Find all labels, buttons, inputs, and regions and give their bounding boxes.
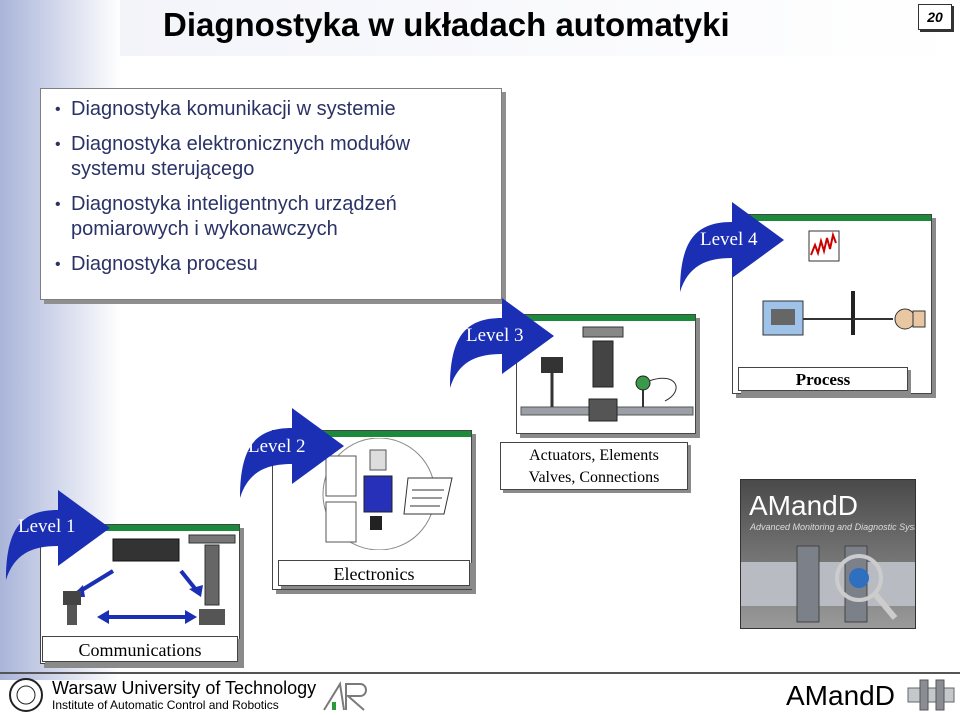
level3-arrow — [450, 298, 554, 388]
bullet-item: Diagnostyka procesu — [55, 252, 489, 277]
level1-label: Level 1 — [18, 516, 76, 537]
institute-name: Institute of Automatic Control and Robot… — [52, 698, 279, 712]
motor-icon — [762, 300, 804, 336]
institute-logo-icon — [323, 681, 367, 711]
amandd-product-image: AMandD Advanced Monitoring and Diagnosti… — [740, 479, 916, 629]
slide-title: Diagnostyka w układach automatyki — [163, 6, 730, 43]
communications-label: Communications — [42, 636, 238, 662]
title-bar — [120, 0, 960, 56]
amandd-footer-icon — [907, 679, 955, 711]
level2-label: Level 2 — [248, 436, 306, 457]
actuators-diagram — [520, 326, 694, 422]
process-label: Process — [738, 367, 908, 391]
amandd-subtitle: Advanced Monitoring and Diagnostic Syste… — [750, 522, 916, 532]
bullet-item: Diagnostyka komunikacji w systemie — [55, 97, 489, 122]
electronics-label: Electronics — [278, 560, 470, 586]
university-name: Warsaw University of Technology — [52, 678, 317, 698]
actuators-label: Actuators, Elements Valves, Connections — [500, 442, 688, 490]
level3-label: Level 3 — [466, 325, 524, 346]
actuators-label-line2: Valves, Connections — [528, 469, 660, 486]
bullet-item: Diagnostyka inteligentnych urządzeń pomi… — [55, 192, 489, 242]
pipe-magnifier-icon — [741, 545, 915, 623]
bullet-list-box: Diagnostyka komunikacji w systemie Diagn… — [40, 88, 502, 300]
level4-label: Level 4 — [700, 229, 758, 250]
process-diagram — [762, 230, 926, 336]
communications-diagram — [63, 534, 236, 625]
level4-arrow — [680, 202, 784, 292]
level1-arrow — [6, 490, 110, 580]
sensor-icon — [635, 375, 677, 407]
university-seal-icon — [9, 678, 43, 712]
amandd-footer-logo: AMandD — [786, 680, 895, 711]
trend-chart-icon — [808, 230, 840, 262]
pump-icon — [894, 308, 926, 330]
valve-icon — [188, 534, 236, 625]
footer-divider — [0, 672, 960, 674]
valve-actuator-icon — [582, 326, 624, 422]
field-device-icon — [63, 591, 81, 625]
slide-number: 20 — [918, 4, 952, 30]
electronics-diagram — [322, 438, 453, 550]
actuators-label-line1: Actuators, Elements — [529, 447, 659, 464]
amandd-title: AMandD — [749, 490, 858, 521]
level2-arrow — [240, 408, 344, 498]
bullet-item: Diagnostyka elektronicznych modułów syst… — [55, 132, 489, 182]
transmitter-icon — [541, 357, 563, 407]
